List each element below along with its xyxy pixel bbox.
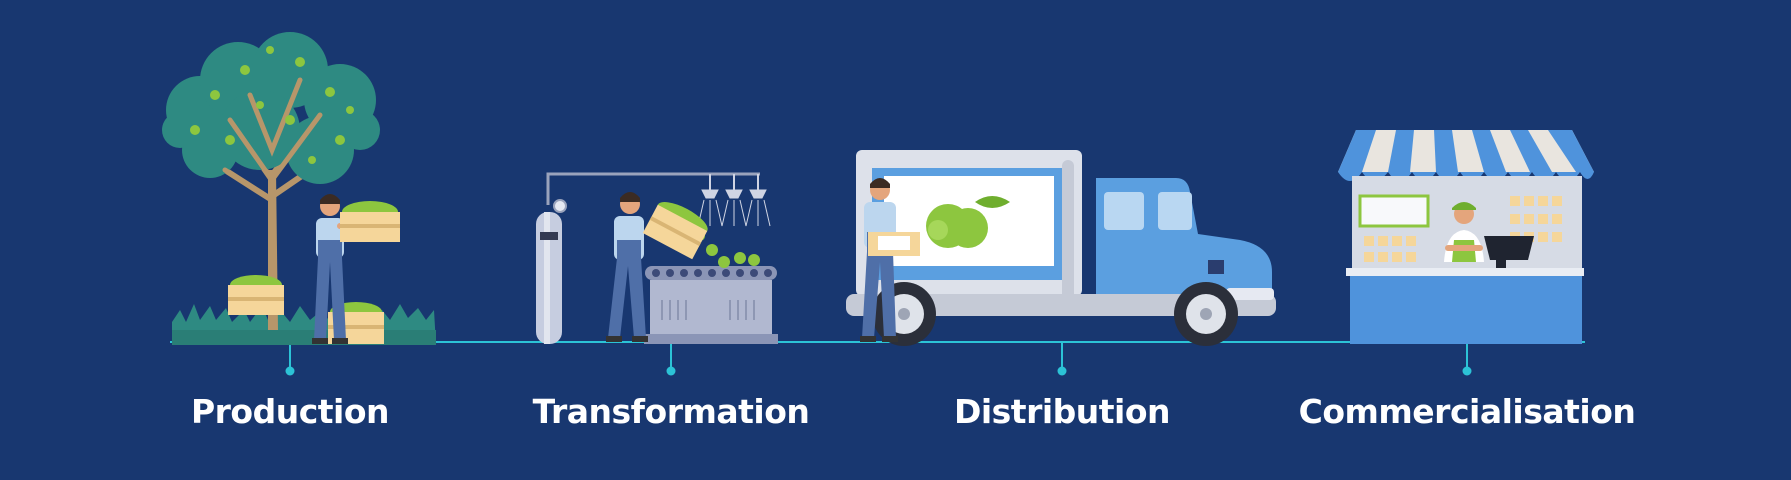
grass-ground — [172, 304, 436, 345]
conveyor-apples — [695, 231, 760, 268]
apple-crate — [340, 201, 400, 242]
apple-crate — [642, 202, 708, 260]
timeline-connector-distribution — [1057, 342, 1067, 376]
timeline-connector-production — [285, 342, 295, 376]
production-illustration — [162, 32, 436, 345]
cash-register-icon — [1484, 236, 1534, 270]
stage-label-production: Production — [190, 392, 390, 431]
spray-nozzles — [697, 174, 771, 227]
tree-apples — [190, 46, 354, 164]
farmer-figure — [312, 194, 365, 344]
stage-label-commercialisation: Commercialisation — [1298, 392, 1636, 431]
gas-cylinder — [536, 212, 562, 344]
transformation-illustration — [536, 172, 778, 344]
tree — [162, 32, 380, 330]
worker-figure — [606, 192, 648, 342]
timeline — [170, 341, 1585, 376]
washing-machine — [644, 266, 778, 344]
commercialisation-illustration — [1338, 130, 1594, 344]
stage-label-transformation: Transformation — [532, 392, 810, 431]
awning-stripes — [1338, 130, 1594, 172]
truck-wheel — [1174, 282, 1238, 346]
timeline-connector-transformation — [666, 342, 676, 376]
market-stall — [1338, 130, 1594, 344]
package-box — [868, 232, 920, 256]
stage-label-distribution: Distribution — [953, 392, 1171, 431]
timeline-connector-commercialisation — [1462, 342, 1472, 376]
apple-crate — [228, 275, 284, 315]
apple-icon — [926, 196, 1010, 248]
shopkeeper-figure — [1444, 202, 1484, 262]
distribution-illustration — [846, 150, 1276, 346]
